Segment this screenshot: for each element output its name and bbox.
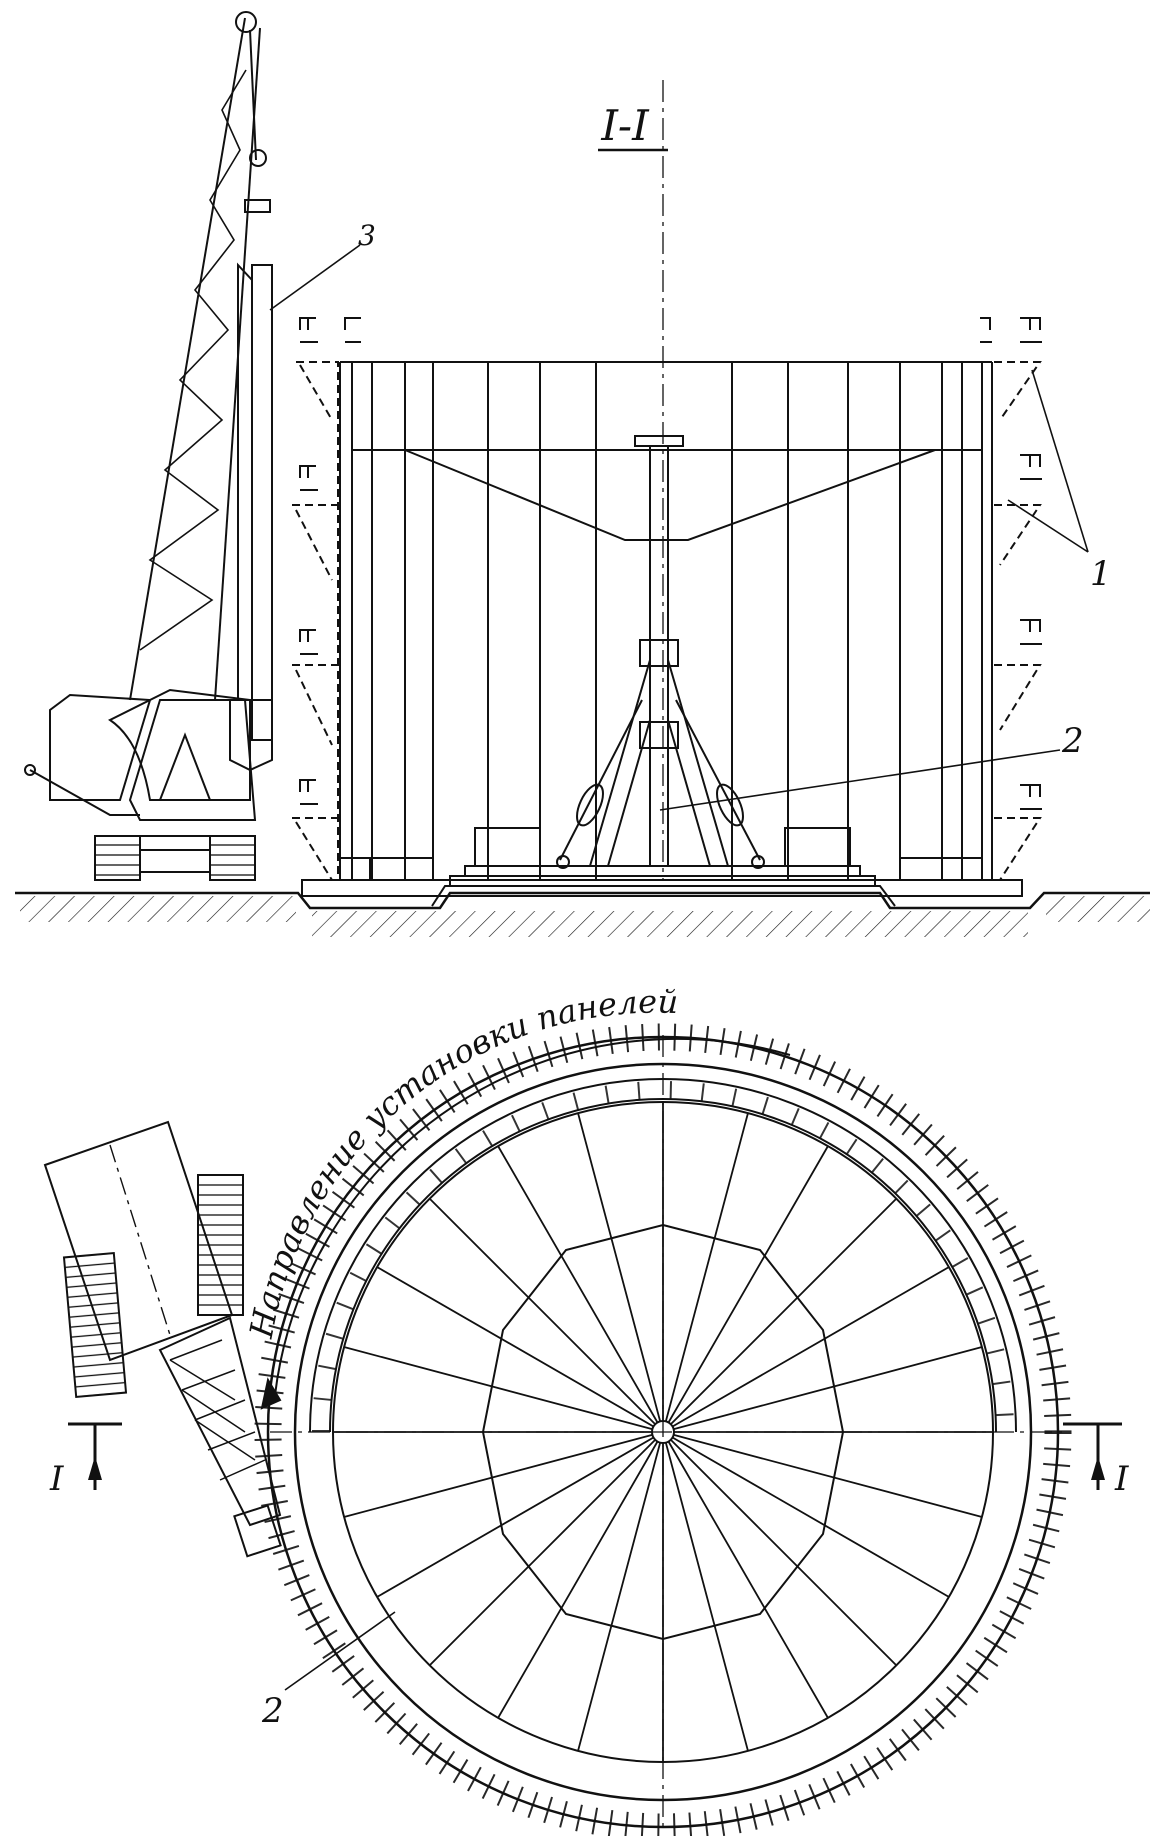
callout-1-label: 1 xyxy=(1090,554,1112,594)
section-marker-left xyxy=(68,1422,122,1490)
section-mark-left-label: I xyxy=(49,1459,64,1499)
section-marker-right xyxy=(1063,1422,1122,1490)
plan-view: Направление установки панелей I I xyxy=(43,80,1129,1836)
central-base xyxy=(431,827,896,907)
callout-3-label: 3 xyxy=(358,219,376,252)
ground-line xyxy=(15,891,1150,937)
tank-wall-panels xyxy=(339,362,993,880)
callout-2-elevation-leader xyxy=(659,749,1061,811)
crane-track-right xyxy=(209,835,256,881)
callout-3-leader xyxy=(269,244,361,311)
central-column xyxy=(556,435,765,869)
plan-center-lines xyxy=(270,80,1065,1830)
scaffold-left xyxy=(292,317,361,881)
crawler-crane xyxy=(24,11,273,881)
section-title: I-I xyxy=(600,101,650,150)
callout-2-plan-leader xyxy=(284,1611,396,1691)
callout-2-elevation-label: 2 xyxy=(1061,721,1084,761)
tank-foundation xyxy=(301,879,1023,897)
scaffold-right xyxy=(980,317,1042,881)
crane-track-left xyxy=(94,835,141,881)
section-elevation: I-I xyxy=(15,11,1150,937)
callout-1-leaders xyxy=(1007,369,1089,553)
wall-base-blocks xyxy=(339,857,983,881)
plan-crane xyxy=(43,1120,282,1558)
section-mark-right-label: I xyxy=(1114,1459,1129,1499)
installation-direction-arrow xyxy=(260,1037,791,1410)
callout-2-plan-label: 2 xyxy=(261,1691,284,1731)
